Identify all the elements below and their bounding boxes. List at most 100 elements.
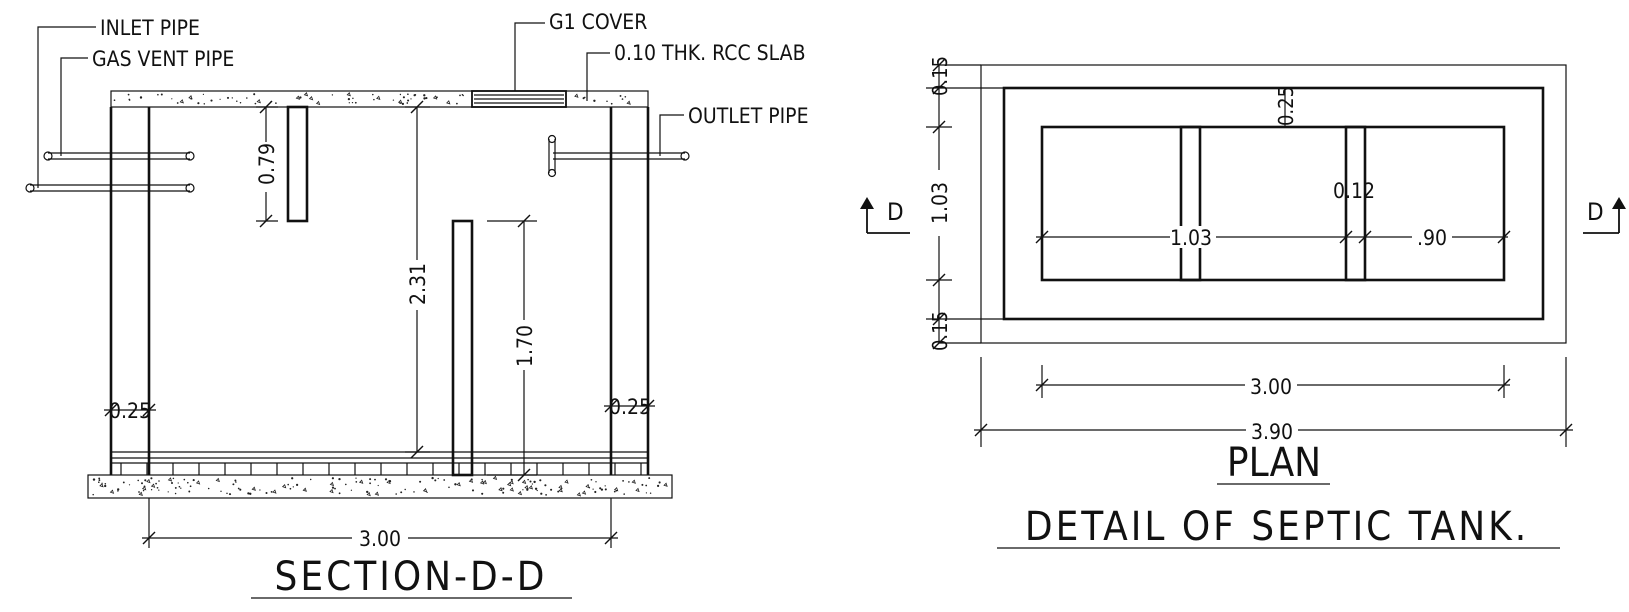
concrete-speck xyxy=(210,99,213,102)
concrete-speck xyxy=(226,492,228,495)
rcc-slab-label: 0.10 THK. RCC SLAB xyxy=(614,41,806,65)
concrete-speck xyxy=(502,491,505,494)
concrete-speck xyxy=(590,478,593,481)
concrete-speck xyxy=(374,491,380,496)
dim-plan-chambers: 1.03 0.12 .90 xyxy=(1035,179,1511,250)
concrete-speck xyxy=(506,481,512,487)
concrete-speck xyxy=(331,477,334,480)
concrete-speck xyxy=(621,98,624,100)
dim-partition-height-text: 1.70 xyxy=(513,325,537,367)
concrete-speck xyxy=(351,101,354,104)
concrete-speck xyxy=(470,478,473,481)
concrete-speck xyxy=(138,491,140,493)
concrete-speck xyxy=(358,479,364,484)
concrete-speck xyxy=(292,486,294,488)
concrete-speck xyxy=(254,102,257,105)
concrete-speck xyxy=(626,100,631,105)
concrete-speck xyxy=(576,492,582,497)
concrete-speck xyxy=(299,96,302,99)
concrete-speck xyxy=(338,477,341,481)
concrete-speck xyxy=(481,492,484,495)
concrete-speck xyxy=(401,102,404,105)
section-marker-left: D xyxy=(860,197,910,234)
dim-depth-text: 2.31 xyxy=(406,263,430,305)
concrete-speck xyxy=(395,493,398,495)
concrete-speck xyxy=(174,492,177,495)
concrete-speck xyxy=(374,478,376,481)
plan-outer-wall xyxy=(1002,86,1545,321)
concrete-speck xyxy=(146,478,151,484)
concrete-speck xyxy=(315,100,321,106)
concrete-speck xyxy=(287,483,289,486)
concrete-speck xyxy=(281,483,287,489)
concrete-speck xyxy=(521,479,527,485)
concrete-speck xyxy=(355,477,357,479)
dim-plan-chamber-2: .90 xyxy=(1417,226,1447,250)
outlet-pipe xyxy=(547,134,690,178)
concrete-speck xyxy=(377,484,379,487)
g1-cover xyxy=(471,90,567,108)
concrete-speck xyxy=(509,487,514,492)
concrete-speck xyxy=(170,481,174,485)
concrete-speck xyxy=(167,477,173,482)
dim-plan-lengths: 3.00 3.90 xyxy=(974,357,1573,447)
section-marker-left-label: D xyxy=(887,198,904,226)
concrete-speck xyxy=(354,101,357,104)
concrete-speck xyxy=(99,483,104,488)
concrete-speck xyxy=(471,489,475,492)
concrete-speck xyxy=(366,490,369,494)
concrete-speck xyxy=(334,487,336,490)
dim-depth: 2.31 xyxy=(405,100,430,459)
concrete-speck xyxy=(399,93,402,96)
concrete-speck xyxy=(437,477,439,480)
dim-inner-length-section-text: 3.00 xyxy=(359,527,401,551)
concrete-speck xyxy=(303,92,309,97)
concrete-speck xyxy=(215,477,220,483)
concrete-speck xyxy=(309,478,312,481)
concrete-speck xyxy=(550,488,553,491)
concrete-speck xyxy=(623,493,625,495)
concrete-speck xyxy=(197,102,200,105)
concrete-speck xyxy=(347,97,351,101)
concrete-speck xyxy=(522,489,524,491)
concrete-speck xyxy=(344,483,347,486)
dim-baffle-depth: 0.79 xyxy=(255,100,279,228)
concrete-speck xyxy=(593,99,596,102)
concrete-speck xyxy=(98,479,101,482)
concrete-speck xyxy=(406,102,409,104)
partition-wall xyxy=(451,219,474,477)
concrete-speck xyxy=(178,485,181,488)
concrete-speck xyxy=(456,102,458,105)
inlet-pipe xyxy=(25,183,195,193)
concrete-speck xyxy=(366,491,371,497)
concrete-speck xyxy=(104,484,107,488)
concrete-speck xyxy=(419,480,422,483)
section-title: SECTION-D-D xyxy=(275,554,548,600)
concrete-speck xyxy=(142,489,145,492)
concrete-speck xyxy=(585,483,590,489)
concrete-speck xyxy=(628,481,630,483)
concrete-speck xyxy=(509,479,514,485)
concrete-speck xyxy=(150,483,156,488)
concrete-speck xyxy=(98,481,100,484)
concrete-speck xyxy=(645,484,648,487)
concrete-speck xyxy=(98,477,101,480)
concrete-speck xyxy=(355,481,358,483)
concrete-speck xyxy=(249,492,252,495)
concrete-speck xyxy=(113,99,116,102)
concrete-speck xyxy=(157,93,159,96)
concrete-speck xyxy=(176,102,179,104)
concrete-speck xyxy=(346,92,351,97)
concrete-speck xyxy=(253,93,256,96)
dim-plan-inner-length: 3.00 xyxy=(1250,375,1292,399)
concrete-speck xyxy=(369,482,372,485)
concrete-speck xyxy=(150,477,153,480)
concrete-speck xyxy=(236,100,238,103)
concrete-speck xyxy=(557,490,560,493)
concrete-speck xyxy=(187,481,189,484)
concrete-speck xyxy=(456,481,461,487)
concrete-speck xyxy=(468,478,474,483)
concrete-speck xyxy=(462,94,464,97)
concrete-speck xyxy=(610,102,613,105)
concrete-speck xyxy=(592,488,594,490)
